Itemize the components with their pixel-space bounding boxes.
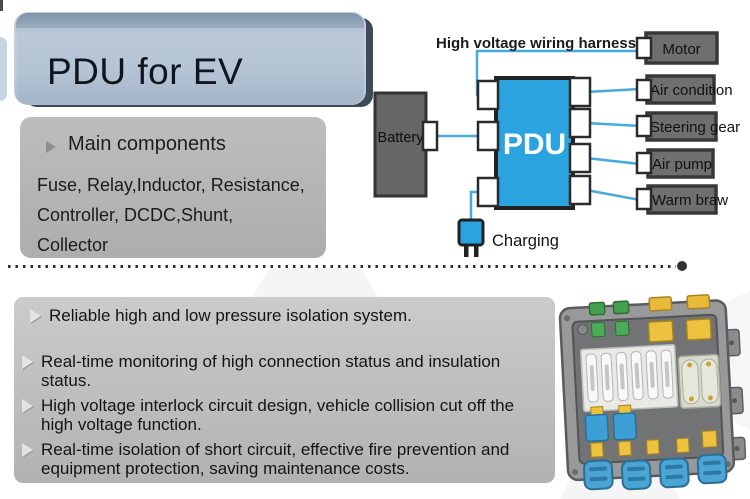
load-pin: [635, 78, 653, 102]
load-wire: [585, 188, 641, 202]
load-box-motor: Motor: [644, 31, 719, 65]
arrow-bullet-icon: [22, 355, 33, 369]
components-line: Fuse, Relay,Inductor, Resistance,: [37, 175, 305, 195]
pdu-pin: [568, 174, 592, 206]
feature-text: Real-time isolation of short circuit, ef…: [41, 440, 510, 478]
load-wire: [585, 156, 641, 166]
pdu-pin: [476, 176, 500, 208]
arrow-bullet-icon: [46, 141, 56, 153]
slide-edge-artifact: [0, 0, 3, 11]
features-panel: Reliable high and low pressure isolation…: [14, 297, 555, 483]
load-pin: [635, 187, 653, 211]
pdu-pin: [568, 76, 592, 108]
main-components-panel: Main components Fuse, Relay,Inductor, Re…: [20, 117, 326, 258]
page-title: PDU for EV: [47, 51, 244, 92]
battery-box: Battery: [373, 91, 428, 198]
pdu-box: PDU: [494, 76, 575, 210]
arrow-bullet-icon: [22, 443, 33, 457]
load-label: Air condition: [650, 82, 733, 99]
load-box-warm-braw: Warm braw: [646, 184, 728, 215]
dotted-separator: [8, 265, 676, 268]
load-box-air-condition: Air condition: [645, 74, 733, 105]
load-wire: [585, 121, 641, 128]
feature-text: Real-time monitoring of high connection …: [41, 352, 501, 390]
arrow-bullet-icon: [30, 309, 41, 323]
arrow-bullet-icon: [22, 399, 33, 413]
components-line: Collector: [37, 235, 109, 255]
load-label: Warm braw: [652, 192, 728, 209]
feature-item: Real-time monitoring of high connection …: [22, 352, 550, 390]
load-pin: [635, 114, 653, 138]
battery-pin: [421, 120, 439, 152]
components-line: Controller, DCDC,Shunt,: [37, 205, 234, 225]
feature-item: Reliable high and low pressure isolation…: [30, 306, 558, 325]
pdu-wiring-diagram: Battery PDU Motor Air condition Steering…: [370, 0, 750, 270]
pdu-label: PDU: [503, 128, 566, 161]
pdu-pin: [476, 120, 500, 152]
pdu-pin: [476, 79, 500, 111]
title-plaque: PDU for EV: [14, 12, 366, 105]
load-pin: [635, 36, 653, 60]
feature-text: High voltage interlock circuit design, v…: [41, 396, 515, 434]
feature-text: Reliable high and low pressure isolation…: [49, 306, 412, 325]
load-pin: [635, 151, 653, 175]
load-label: Air pump: [652, 156, 712, 173]
charging-label: Charging: [492, 232, 559, 250]
pdu-product-image: [556, 292, 747, 492]
load-label: Motor: [662, 41, 700, 58]
background-watermark: [250, 268, 380, 300]
load-label: Steering gear: [650, 119, 740, 136]
charging-plug-icon: [457, 218, 485, 257]
pdu-pin: [568, 142, 592, 174]
harness-label: High voltage wiring harness: [436, 35, 636, 52]
main-components-list: Fuse, Relay,Inductor, Resistance, Contro…: [37, 170, 305, 260]
main-components-heading: Main components: [68, 133, 226, 155]
pdu-device-body: [558, 294, 747, 491]
battery-label: Battery: [378, 130, 425, 146]
feature-item: Real-time isolation of short circuit, ef…: [22, 440, 550, 478]
load-box-steering-gear: Steering gear: [645, 111, 740, 142]
separator-end-dot: [677, 261, 687, 271]
feature-item: High voltage interlock circuit design, v…: [22, 396, 550, 434]
load-wire: [585, 87, 641, 94]
load-box-air-pump: Air pump: [646, 148, 715, 179]
slide-edge-artifact: [0, 37, 7, 101]
pdu-pin: [568, 107, 592, 139]
bottom-connectors: [582, 453, 728, 491]
